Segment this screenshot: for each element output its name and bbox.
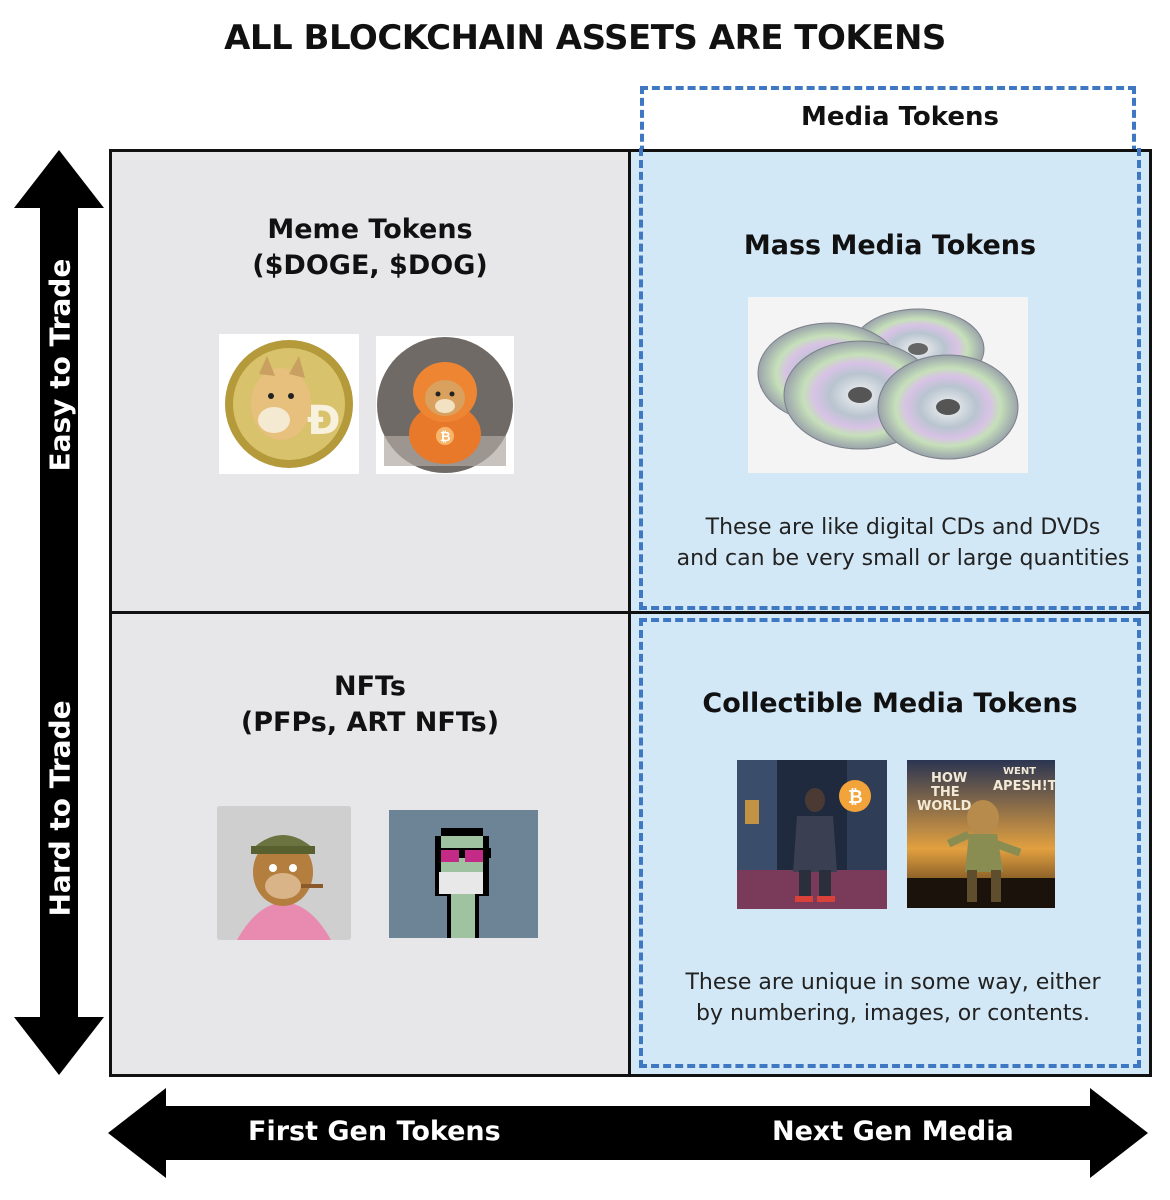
dogecoin-image: Ð (219, 334, 359, 474)
first-gen-tokens-label: First Gen Tokens (248, 1116, 501, 1147)
diagram-title: ALL BLOCKCHAIN ASSETS ARE TOKENS (224, 18, 946, 58)
horizontal-double-arrow (108, 1088, 1148, 1178)
next-gen-media-label: Next Gen Media (772, 1116, 1014, 1147)
apeshit-book-cover-image: HOW THE WORLD WENT APESH!T (907, 760, 1055, 908)
hard-to-trade-label: Hard to Trade (43, 700, 77, 917)
vertical-double-arrow (14, 150, 104, 1075)
cryptopunk-image (389, 810, 538, 938)
bitcoin-street-art-image: ₿ (737, 760, 887, 909)
cover-text-how: HOW (931, 771, 967, 786)
quadrant-meme-tokens: Meme Tokens ($DOGE, $DOG) Ð (112, 152, 631, 614)
collectible-media-heading: Collectible Media Tokens (702, 688, 1078, 719)
mass-media-heading: Mass Media Tokens (743, 230, 1037, 261)
bored-ape-image (217, 806, 351, 940)
cd-dvd-stack-image (748, 297, 1028, 473)
nfts-heading: NFTs (334, 671, 406, 702)
collectible-media-desc-line2: by numbering, images, or contents. (695, 1001, 1090, 1026)
svg-text:₿: ₿ (440, 430, 451, 445)
svg-text:Ð: Ð (307, 398, 341, 444)
mass-media-desc-line1: These are like digital CDs and DVDs (705, 515, 1101, 540)
quadrant-nfts: NFTs (PFPs, ART NFTs) (112, 614, 631, 1074)
quadrant-grid: Meme Tokens ($DOGE, $DOG) Ð (109, 148, 1152, 1077)
collectible-media-desc-line1: These are unique in some way, either (685, 970, 1101, 995)
collectible-media-dashed-border (639, 618, 1141, 1068)
cover-text-world: WORLD (917, 799, 972, 814)
cover-text-the: THE (931, 785, 960, 800)
quadrant-mass-media-tokens: Mass Media Tokens (631, 148, 1149, 614)
nfts-examples: (PFPs, ART NFTs) (240, 707, 500, 738)
meme-tokens-heading: Meme Tokens (267, 214, 473, 245)
media-tokens-label: Media Tokens (801, 102, 999, 132)
quadrant-collectible-media-tokens: Collectible Media Tokens ₿ (631, 614, 1149, 1074)
mass-media-dashed-border (639, 148, 1141, 610)
mass-media-desc-line2: and can be very small or large quantitie… (676, 546, 1130, 571)
cover-text-went: WENT (1003, 766, 1036, 777)
svg-text:₿: ₿ (848, 787, 863, 808)
hooded-dog-image: ₿ (376, 336, 514, 474)
easy-to-trade-label: Easy to Trade (43, 258, 77, 472)
meme-tokens-examples: ($DOGE, $DOG) (252, 250, 488, 281)
cover-text-apeshit: APESH!T (993, 779, 1055, 794)
